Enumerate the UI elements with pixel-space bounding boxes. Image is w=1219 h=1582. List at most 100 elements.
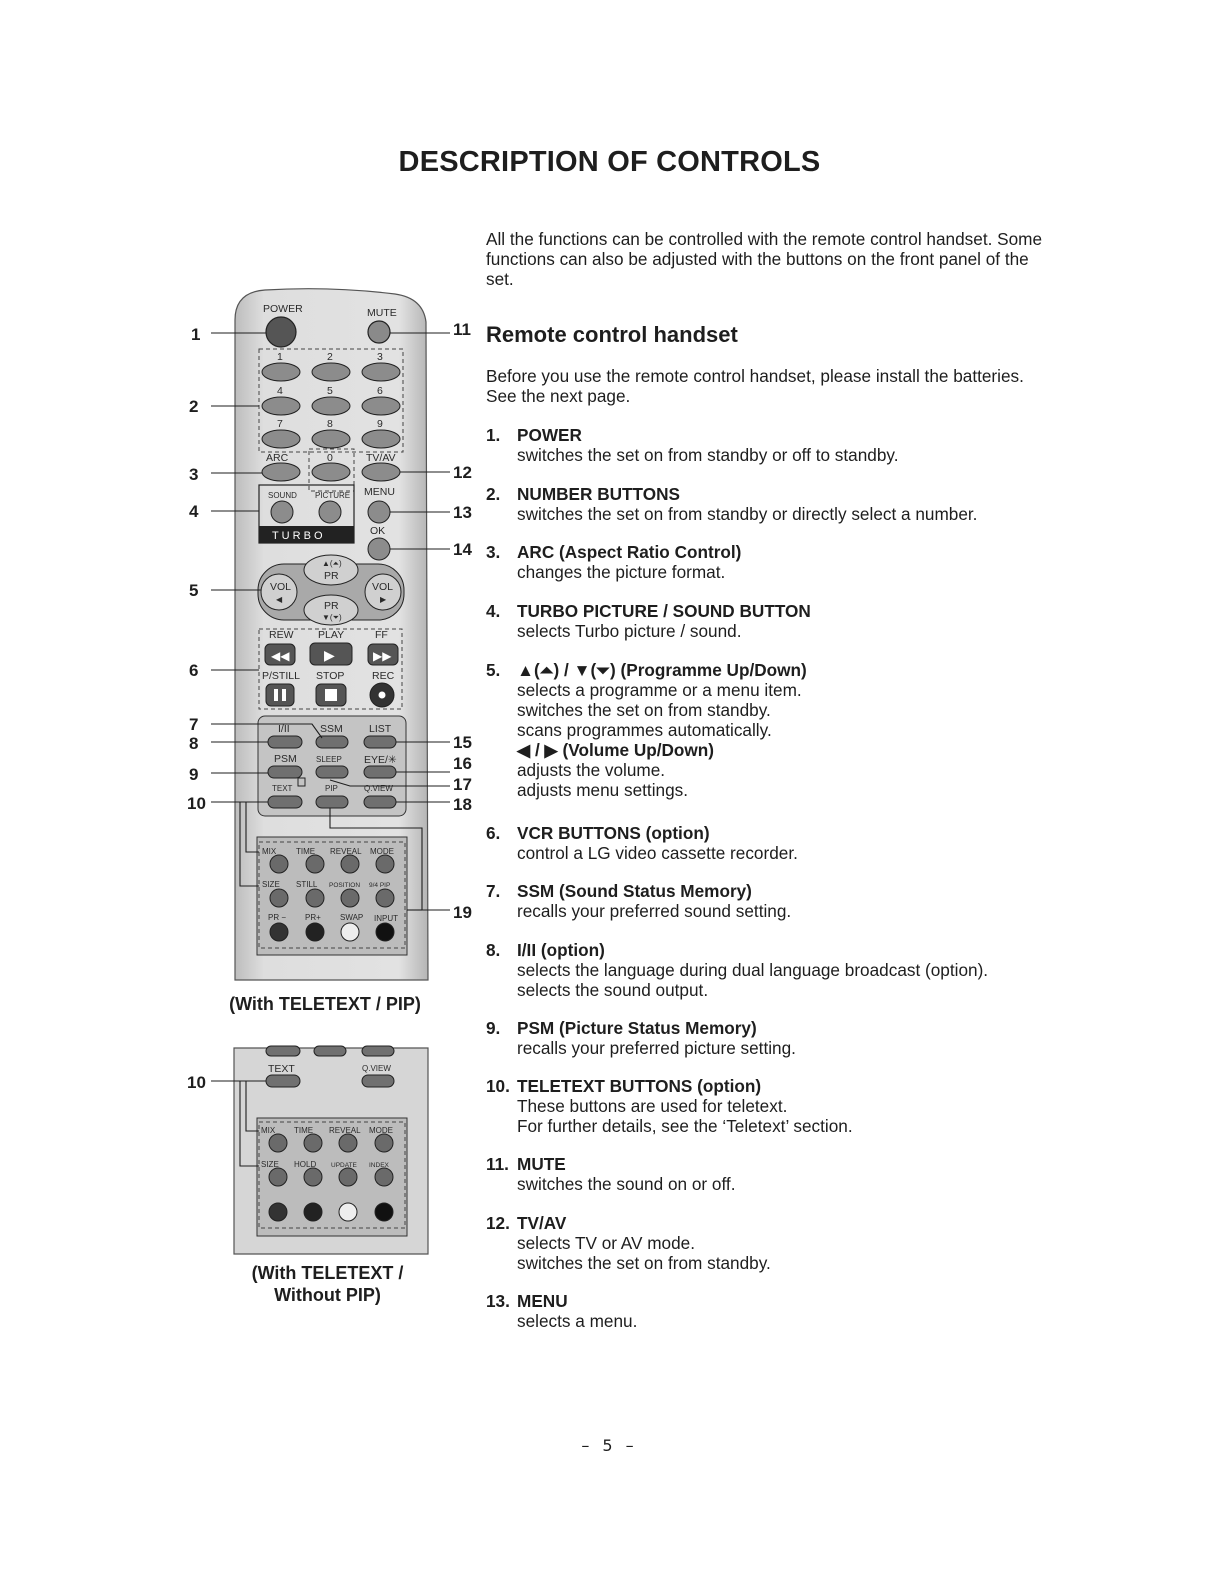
svg-text:PSM: PSM: [274, 753, 297, 765]
svg-text:INDEX: INDEX: [369, 1162, 390, 1169]
item-description: switches the set on from standby or dire…: [517, 504, 978, 524]
svg-text:4: 4: [277, 385, 283, 397]
item-description: selects Turbo picture / sound.: [517, 621, 742, 641]
power-label: POWER: [263, 303, 303, 315]
svg-text:9/4 PIP: 9/4 PIP: [369, 882, 390, 889]
svg-text:9: 9: [377, 418, 383, 430]
vol-right-label: VOL: [372, 581, 393, 593]
item-heading: SSM (Sound Status Memory): [517, 881, 752, 901]
pstill-button: [265, 683, 295, 707]
svg-text:PR −: PR −: [268, 913, 286, 922]
callout-12: 12: [453, 463, 472, 482]
item-number: 1.: [486, 425, 501, 445]
svg-text:SWAP: SWAP: [340, 913, 363, 922]
caption-without-pip: (With TELETEXT / Without PIP): [251, 1263, 404, 1305]
callout-17: 17: [453, 775, 472, 794]
battery-note: Before you use the remote control handse…: [486, 366, 1024, 406]
svg-text:Q.VIEW: Q.VIEW: [364, 784, 393, 793]
callout-10: 10: [187, 794, 206, 813]
svg-text:PIP: PIP: [325, 784, 338, 793]
item-number: 9.: [486, 1018, 501, 1038]
power-button: [265, 316, 297, 348]
pr-up-label: PR: [324, 570, 339, 582]
rew-button: [264, 643, 296, 666]
rewind-icon: ◀◀: [271, 649, 290, 663]
item-description: switches the set on from standby or off …: [517, 445, 899, 465]
item-number: 6.: [486, 823, 501, 843]
picture-button: [318, 500, 342, 524]
play-button: [309, 642, 353, 666]
svg-text:6: 6: [377, 385, 383, 397]
svg-text:7: 7: [277, 418, 283, 430]
text-button: [265, 1074, 301, 1088]
text-button: [267, 795, 303, 809]
picture-label: PICTURE: [315, 491, 350, 500]
pause-icon: [274, 689, 278, 701]
svg-text:MODE: MODE: [370, 847, 394, 856]
svg-text:REC: REC: [372, 670, 395, 682]
svg-text:MIX: MIX: [262, 847, 277, 856]
svg-text:MIX: MIX: [261, 1126, 276, 1135]
item-heading: TELETEXT BUTTONS (option): [517, 1076, 762, 1096]
svg-text:5: 5: [327, 385, 333, 397]
item-heading: ARC (Aspect Ratio Control): [517, 542, 742, 562]
item-number: 7.: [486, 881, 501, 901]
svg-text:I/II: I/II: [278, 723, 290, 735]
svg-text:0: 0: [327, 452, 333, 464]
arc-button: [261, 462, 301, 482]
remote-illustration: POWER MUTE 1 2 3 4 5 6 7 8 9 ARC 0 TV/AV…: [187, 288, 472, 981]
pr-down-label: PR: [324, 600, 339, 612]
item-description: selects the language during dual languag…: [517, 960, 989, 1000]
svg-text:2: 2: [327, 351, 333, 363]
svg-text:FF: FF: [375, 629, 388, 641]
svg-text:SSM: SSM: [320, 723, 343, 735]
item-number: 11.: [486, 1154, 509, 1174]
svg-text:TIME: TIME: [294, 1126, 313, 1135]
svg-text:UPDATE: UPDATE: [331, 1162, 358, 1169]
svg-text:EYE/✳: EYE/✳: [364, 754, 397, 766]
svg-text:STOP: STOP: [316, 670, 344, 682]
vol-left-icon: ◀: [276, 595, 283, 604]
svg-text:P/STILL: P/STILL: [262, 670, 300, 682]
svg-text:8: 8: [327, 418, 333, 430]
svg-text:HOLD: HOLD: [294, 1160, 316, 1169]
svg-text:TEXT: TEXT: [272, 784, 293, 793]
item-description: changes the picture format.: [517, 562, 726, 582]
sleep-button: [315, 765, 349, 779]
svg-text:REVEAL: REVEAL: [329, 1126, 361, 1135]
item-number: 5.: [486, 660, 501, 680]
item-description: These buttons are used for teletext.For …: [517, 1096, 853, 1136]
svg-text:3: 3: [377, 351, 383, 363]
callout-2: 2: [189, 397, 198, 416]
page-title: DESCRIPTION OF CONTROLS: [398, 146, 821, 178]
ok-label: OK: [370, 525, 385, 537]
item-number: 2.: [486, 484, 501, 504]
fast-forward-icon: ▶▶: [373, 649, 392, 663]
callout-15: 15: [453, 733, 472, 752]
turbo-label: T U R B O: [272, 530, 323, 542]
play-icon: ▶: [324, 647, 335, 663]
tvav-label: TV/AV: [366, 452, 396, 464]
item-number: 13.: [486, 1291, 510, 1311]
item-description: control a LG video cassette recorder.: [517, 843, 798, 863]
svg-text:SLEEP: SLEEP: [316, 755, 342, 764]
list-button: [363, 735, 397, 749]
item-heading: TURBO PICTURE / SOUND BUTTON: [517, 601, 811, 621]
item-heading: MUTE: [517, 1154, 566, 1174]
ff-button: [367, 643, 399, 666]
svg-text:PLAY: PLAY: [318, 629, 344, 641]
svg-text:POSITION: POSITION: [329, 882, 360, 889]
mute-button: [367, 320, 391, 344]
callout-4: 4: [189, 502, 199, 521]
svg-text:MODE: MODE: [369, 1126, 393, 1135]
item-number: 4.: [486, 601, 501, 621]
pip-button: [315, 795, 349, 809]
pr-down-arrow-icon: ▼(⏷): [322, 613, 342, 622]
callout-18: 18: [453, 795, 472, 814]
menu-label: MENU: [364, 486, 395, 498]
record-icon: [378, 691, 386, 699]
i-ii-button: [267, 735, 303, 749]
callout-9: 9: [189, 765, 198, 784]
item-description: selects a menu.: [517, 1311, 638, 1331]
callout-5: 5: [189, 581, 198, 600]
